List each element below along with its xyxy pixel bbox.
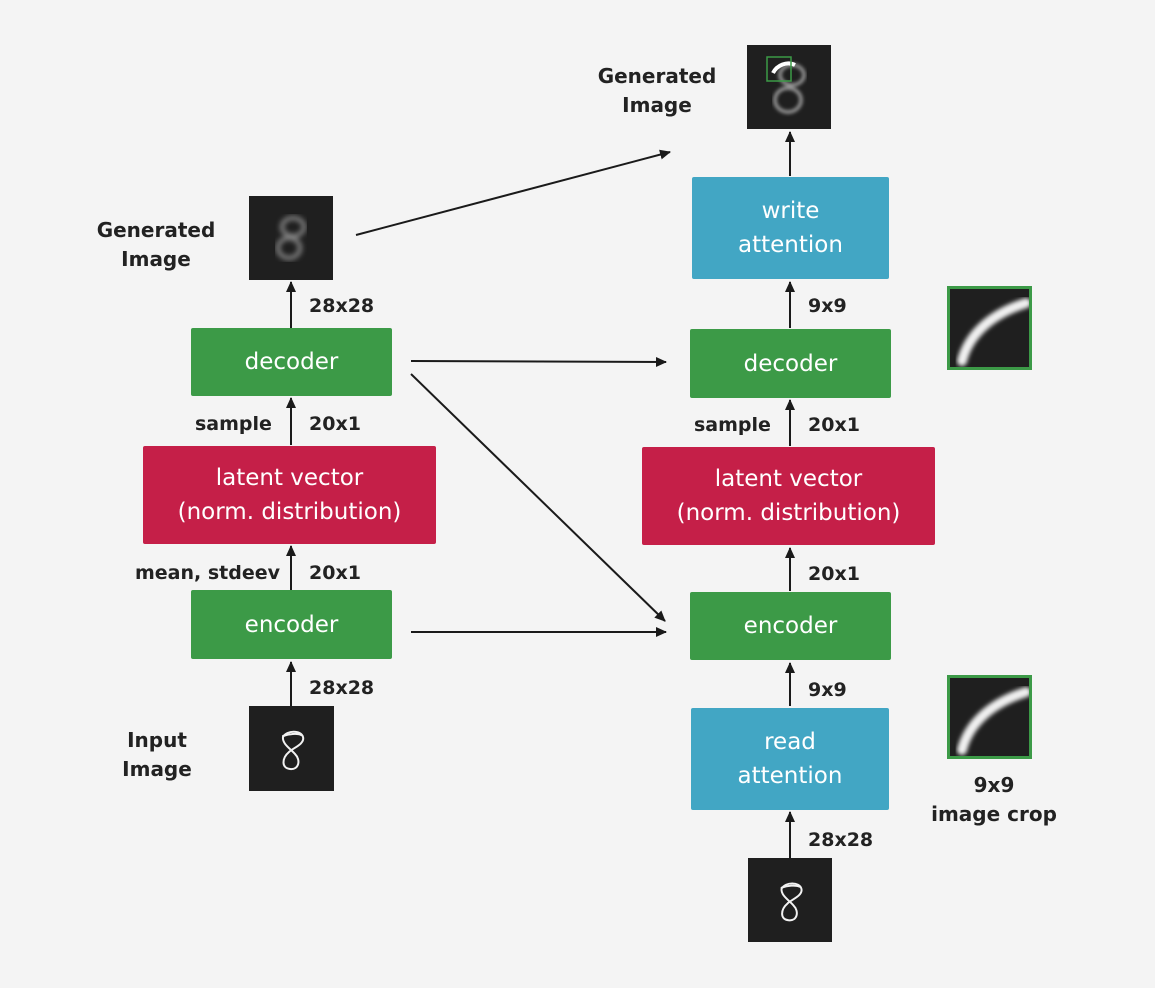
right-dim-decoder-to-write: 9x9 [808, 295, 847, 317]
stroke-crop-icon [957, 298, 1029, 366]
arrow-left-decoder-to-right-decoder [410, 356, 667, 367]
write-attention-label: write attention [738, 198, 843, 258]
right-dim-latent-to-decoder: 20x1 [808, 414, 860, 436]
right-input-image [748, 858, 832, 942]
right-dim-read-to-encoder: 9x9 [808, 679, 847, 701]
left-latent-label: latent vector (norm. distribution) [177, 465, 402, 525]
digit-eight-icon [281, 730, 305, 771]
write-crop-image [947, 286, 1032, 370]
digit-eight-icon [780, 882, 803, 922]
left-dim-decoder-out: 28x28 [309, 295, 375, 317]
right-generated-image-label: Generated Image [597, 64, 717, 117]
right-latent-vector-box: latent vector (norm. distribution) [642, 447, 935, 545]
generated-digit-eight-icon [766, 56, 806, 114]
write-attention-box: write attention [692, 177, 889, 279]
right-decoder-box: decoder [690, 329, 891, 398]
left-encoder-label: encoder [244, 611, 339, 638]
left-dim-encoder-to-latent: 20x1 [309, 562, 361, 584]
left-input-image-label: Input Image [122, 728, 192, 781]
arrow-left-generated-to-right-generated [355, 149, 671, 236]
right-dim-input: 28x28 [808, 829, 874, 851]
stroke-crop-icon [957, 687, 1029, 755]
left-decoder-box: decoder [191, 328, 392, 396]
left-encoder-box: encoder [191, 590, 392, 659]
left-sample-label: sample [195, 413, 272, 435]
right-dim-encoder-to-latent: 20x1 [808, 563, 860, 585]
left-latent-vector-box: latent vector (norm. distribution) [143, 446, 436, 544]
left-dim-input: 28x28 [309, 677, 375, 699]
left-input-image [249, 706, 334, 791]
left-dim-latent-to-decoder: 20x1 [309, 413, 361, 435]
crop-label: 9x9 image crop [931, 773, 1057, 826]
blurred-digit-eight-icon [276, 216, 306, 260]
left-decoder-label: decoder [244, 349, 339, 375]
right-latent-label: latent vector (norm. distribution) [676, 466, 901, 526]
arrow-left-decoder-to-right-encoder [410, 373, 666, 622]
left-generated-image-label: Generated Image [96, 218, 216, 271]
read-attention-box: read attention [691, 708, 889, 810]
left-generated-image [249, 196, 333, 280]
right-sample-label: sample [694, 414, 771, 436]
right-encoder-label: encoder [743, 613, 838, 639]
read-crop-image [947, 675, 1032, 759]
right-decoder-label: decoder [743, 350, 838, 377]
right-generated-image [747, 45, 831, 129]
left-mean-label: mean, stdeev [135, 562, 281, 584]
right-encoder-box: encoder [690, 592, 891, 660]
read-attention-label: read attention [737, 729, 843, 789]
